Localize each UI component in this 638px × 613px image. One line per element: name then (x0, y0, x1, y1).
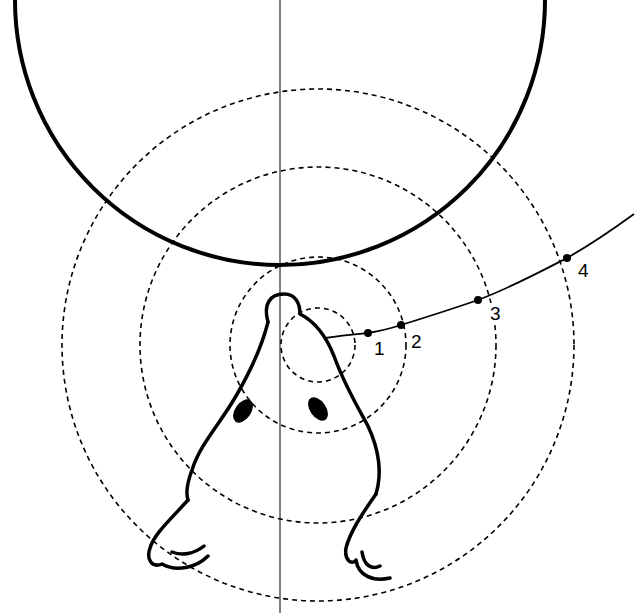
midline (280, 0, 281, 613)
rat-head (149, 294, 390, 579)
eye (229, 396, 257, 426)
callout-number: 3 (488, 303, 503, 324)
contact-points (364, 254, 571, 337)
callout-number: 1 (372, 338, 387, 359)
object-circle (15, 0, 545, 265)
callout-number: 4 (576, 260, 591, 281)
distance-rings (62, 89, 574, 601)
callout-number: 2 (409, 331, 424, 352)
whisker-trajectory (325, 214, 634, 338)
eye (304, 394, 332, 424)
